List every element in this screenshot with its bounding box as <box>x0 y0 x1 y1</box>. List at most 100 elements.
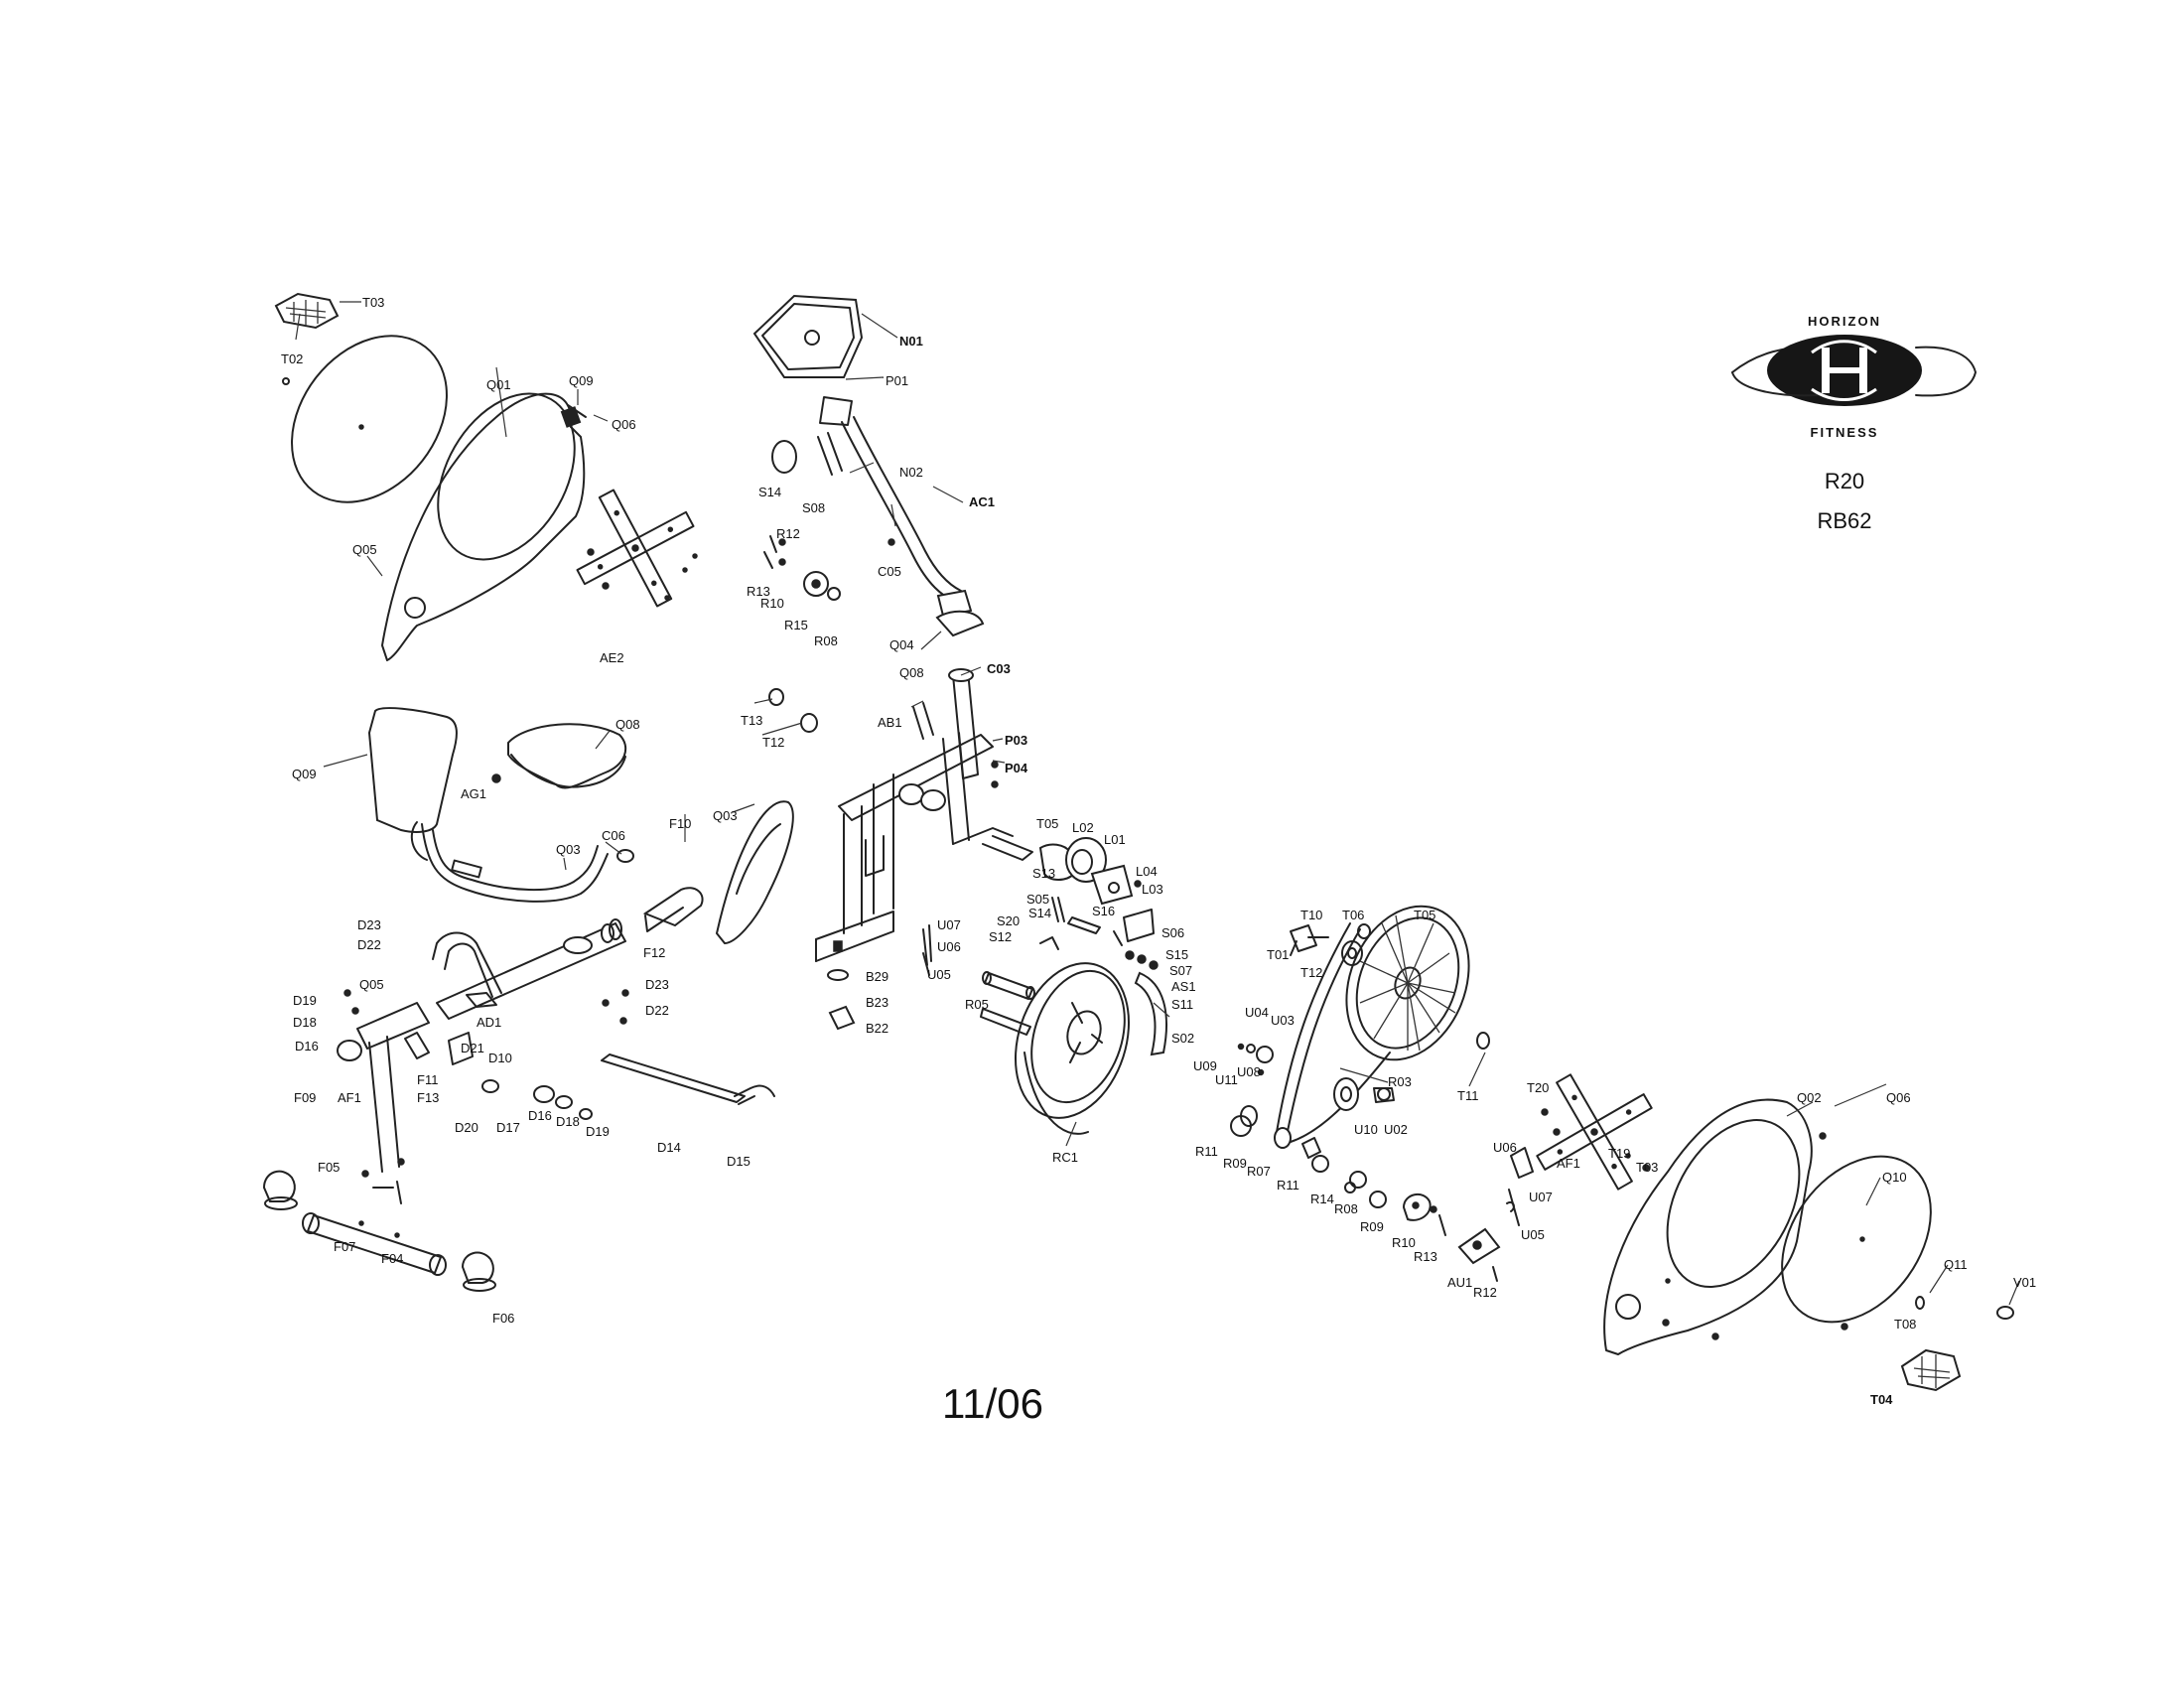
callout-D22-b: D22 <box>645 1003 669 1018</box>
callout-U05-a: U05 <box>927 967 951 982</box>
callout-T06: T06 <box>1342 908 1364 922</box>
callout-R08-b: R08 <box>1334 1201 1358 1216</box>
callout-U10: U10 <box>1354 1122 1378 1137</box>
callout-T11: T11 <box>1457 1088 1478 1103</box>
callout-T05-b: T05 <box>1414 908 1435 922</box>
callout-U07-a: U07 <box>937 917 961 932</box>
callout-L03: L03 <box>1142 882 1163 897</box>
callout-R11-a: R11 <box>1195 1144 1218 1159</box>
callout-S14: S14 <box>758 485 781 499</box>
callout-Q01: Q01 <box>486 377 511 392</box>
callout-U11: U11 <box>1215 1072 1238 1087</box>
callout-D15: D15 <box>727 1154 751 1169</box>
callout-C06: C06 <box>602 828 625 843</box>
callout-U03: U03 <box>1271 1013 1295 1028</box>
callout-Q03-b: Q03 <box>713 808 738 823</box>
callout-R12-b: R12 <box>1473 1285 1497 1300</box>
callout-R03: R03 <box>1388 1074 1412 1089</box>
callout-N02: N02 <box>899 465 923 480</box>
callout-S13: S13 <box>1032 866 1055 881</box>
callout-D10: D10 <box>488 1051 512 1065</box>
callout-U04: U04 <box>1245 1005 1269 1020</box>
callout-Q09-b: Q09 <box>292 767 317 781</box>
callout-T10: T10 <box>1300 908 1322 922</box>
callout-R13: R13 <box>747 584 770 599</box>
seat-rail-assembly <box>262 918 775 1292</box>
pulley-belt-assembly <box>1230 905 1534 1282</box>
right-shroud-assembly <box>1536 1073 2014 1392</box>
callout-R15: R15 <box>784 618 808 632</box>
callout-D23-b: D23 <box>645 977 669 992</box>
callout-Q06: Q06 <box>612 417 636 432</box>
callout-R08: R08 <box>814 633 838 648</box>
callout-Q06-b: Q06 <box>1886 1090 1911 1105</box>
brand-bottom-text: FITNESS <box>1811 425 1879 440</box>
seat-assembly <box>367 707 634 903</box>
callout-AU1: AU1 <box>1447 1275 1472 1290</box>
callout-R05: R05 <box>965 997 989 1012</box>
callout-F09: F09 <box>294 1090 316 1105</box>
callout-S15: S15 <box>1165 947 1188 962</box>
callout-S14-b: S14 <box>1028 906 1051 920</box>
callout-Q09: Q09 <box>569 373 594 388</box>
callout-D16-a: D16 <box>295 1039 319 1053</box>
callout-R09-a: R09 <box>1223 1156 1247 1171</box>
callout-T08: T08 <box>1894 1317 1916 1332</box>
callout-S16: S16 <box>1092 904 1115 918</box>
callout-AC1: AC1 <box>969 494 995 509</box>
callout-C03: C03 <box>987 661 1011 676</box>
callout-U05-b: U05 <box>1521 1227 1545 1242</box>
callout-U07-b: U07 <box>1529 1190 1553 1204</box>
callout-U06-a: U06 <box>937 939 961 954</box>
callout-D23-a: D23 <box>357 917 381 932</box>
callout-AF1-b: AF1 <box>1557 1156 1580 1171</box>
callout-T19: T19 <box>1608 1146 1630 1161</box>
callout-T04: T04 <box>1870 1392 1893 1407</box>
callout-Q02: Q02 <box>1797 1090 1822 1105</box>
callout-Q11: Q11 <box>1944 1257 1968 1272</box>
left-shroud-assembly <box>274 292 698 661</box>
callout-AB1: AB1 <box>878 715 902 730</box>
callout-P03: P03 <box>1005 733 1027 748</box>
callout-S11: S11 <box>1171 997 1193 1012</box>
callout-S05: S05 <box>1026 892 1049 907</box>
callout-R12: R12 <box>776 526 800 541</box>
callout-B22: B22 <box>866 1021 888 1036</box>
callout-T20: T20 <box>1527 1080 1549 1095</box>
horizon-fitness-logo: HORIZON FITNESS R20 RB62 <box>1731 314 1977 533</box>
callout-S20: S20 <box>997 913 1020 928</box>
date-code: 11/06 <box>942 1380 1043 1427</box>
callout-F12: F12 <box>643 945 665 960</box>
callout-D14: D14 <box>657 1140 681 1155</box>
callout-D22-a: D22 <box>357 937 381 952</box>
callout-T03-b: T03 <box>1636 1160 1658 1175</box>
callout-V01: V01 <box>2013 1275 2036 1290</box>
callout-R11-b: R11 <box>1277 1178 1299 1193</box>
callout-B23: B23 <box>866 995 888 1010</box>
callout-R07: R07 <box>1247 1164 1271 1179</box>
callout-T01: T01 <box>1267 947 1289 962</box>
callout-D17: D17 <box>496 1120 520 1135</box>
callout-AG1: AG1 <box>461 786 486 801</box>
callout-F04: F04 <box>381 1251 403 1266</box>
callout-T03: T03 <box>362 295 384 310</box>
callout-R14: R14 <box>1310 1192 1334 1206</box>
callout-U09: U09 <box>1193 1058 1217 1073</box>
callout-T02: T02 <box>281 351 303 366</box>
callout-AE2: AE2 <box>600 650 624 665</box>
callout-Q04: Q04 <box>889 637 914 652</box>
part-callouts: T03 T02 Q01 Q09 Q06 Q05 AE2 N01 P01 S14 … <box>281 295 2036 1407</box>
callout-S02: S02 <box>1171 1031 1194 1046</box>
console-assembly <box>752 294 985 637</box>
callout-S06: S06 <box>1161 925 1184 940</box>
callout-P04: P04 <box>1005 761 1028 775</box>
callout-D19-b: D19 <box>586 1124 610 1139</box>
callout-F11: F11 <box>417 1072 438 1087</box>
callout-D20: D20 <box>455 1120 478 1135</box>
flywheel-assembly <box>982 837 1167 1135</box>
callout-D21: D21 <box>461 1041 484 1055</box>
callout-S07: S07 <box>1169 963 1192 978</box>
callout-Q05-b: Q05 <box>359 977 384 992</box>
callout-Q03-a: Q03 <box>556 842 581 857</box>
